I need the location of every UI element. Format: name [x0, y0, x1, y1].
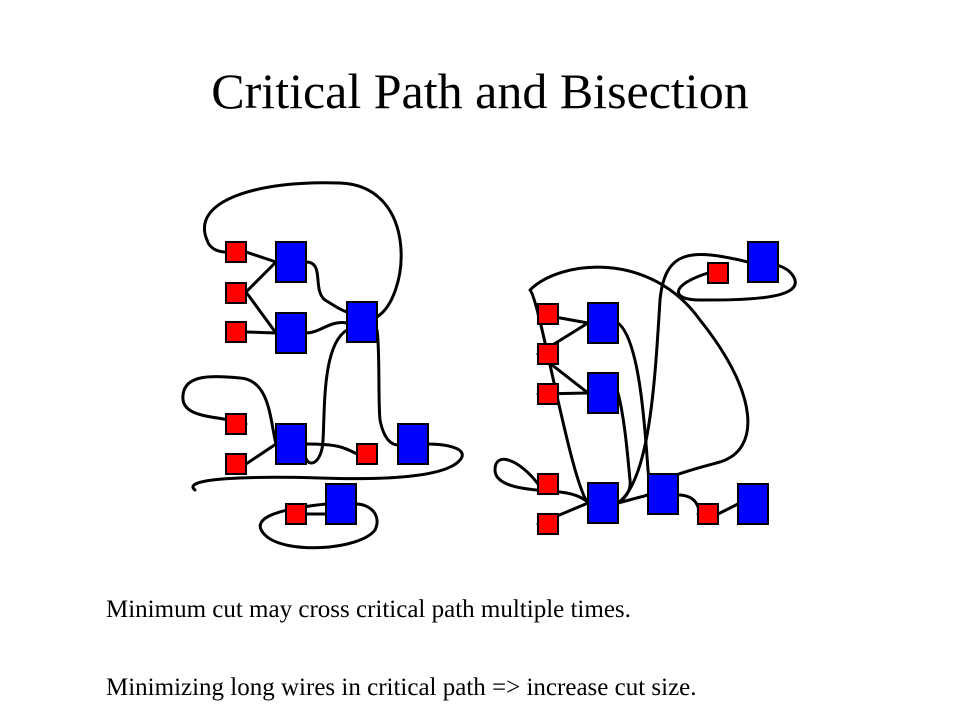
logic-node-1	[275, 241, 307, 283]
wire-15	[258, 502, 379, 550]
logic-node-2	[275, 312, 307, 354]
wire-8	[304, 321, 349, 335]
wire-2	[205, 238, 228, 254]
input-node-7	[285, 503, 307, 525]
input-node-10	[537, 383, 559, 405]
input-node-5	[225, 453, 247, 475]
logic-node-4	[275, 423, 307, 465]
nodes	[225, 241, 779, 535]
caption-min-cut: Minimum cut may cross critical path mult…	[106, 596, 631, 623]
logic-node-9	[587, 482, 619, 524]
input-node-13	[707, 262, 729, 284]
logic-node-11	[737, 483, 769, 525]
wire-6	[244, 330, 278, 335]
wire-30	[716, 502, 740, 516]
logic-node-8	[587, 372, 619, 414]
wire-28	[616, 493, 650, 505]
wire-4	[244, 260, 278, 294]
wire-23	[616, 253, 750, 505]
input-node-4	[225, 413, 247, 435]
wire-12	[181, 375, 278, 446]
input-node-14	[697, 503, 719, 525]
logic-node-5	[397, 423, 429, 465]
wire-1	[203, 181, 403, 320]
wire-3	[244, 250, 278, 264]
logic-node-12	[747, 241, 779, 283]
input-node-2	[225, 282, 247, 304]
input-node-6	[356, 443, 378, 465]
input-node-9	[537, 343, 559, 365]
wire-11	[304, 442, 359, 456]
caption-long-wires: Minimizing long wires in critical path =…	[106, 674, 697, 701]
wire-5	[244, 290, 278, 335]
input-node-3	[225, 321, 247, 343]
wire-14	[191, 442, 464, 492]
logic-node-3	[346, 301, 378, 343]
wire-7	[304, 260, 349, 314]
wire-26	[493, 457, 590, 505]
input-node-12	[537, 513, 559, 535]
wire-24	[677, 260, 797, 302]
wire-10	[375, 328, 400, 447]
input-node-8	[537, 303, 559, 325]
wire-29	[676, 493, 701, 516]
logic-node-7	[587, 302, 619, 344]
wire-22	[616, 391, 632, 505]
wires	[181, 181, 797, 550]
input-node-1	[225, 241, 247, 263]
wire-9	[303, 328, 349, 465]
logic-node-6	[325, 483, 357, 525]
slide-title: Critical Path and Bisection	[211, 63, 749, 119]
input-node-11	[537, 473, 559, 495]
logic-node-10	[647, 473, 679, 515]
wire-13	[244, 442, 278, 466]
